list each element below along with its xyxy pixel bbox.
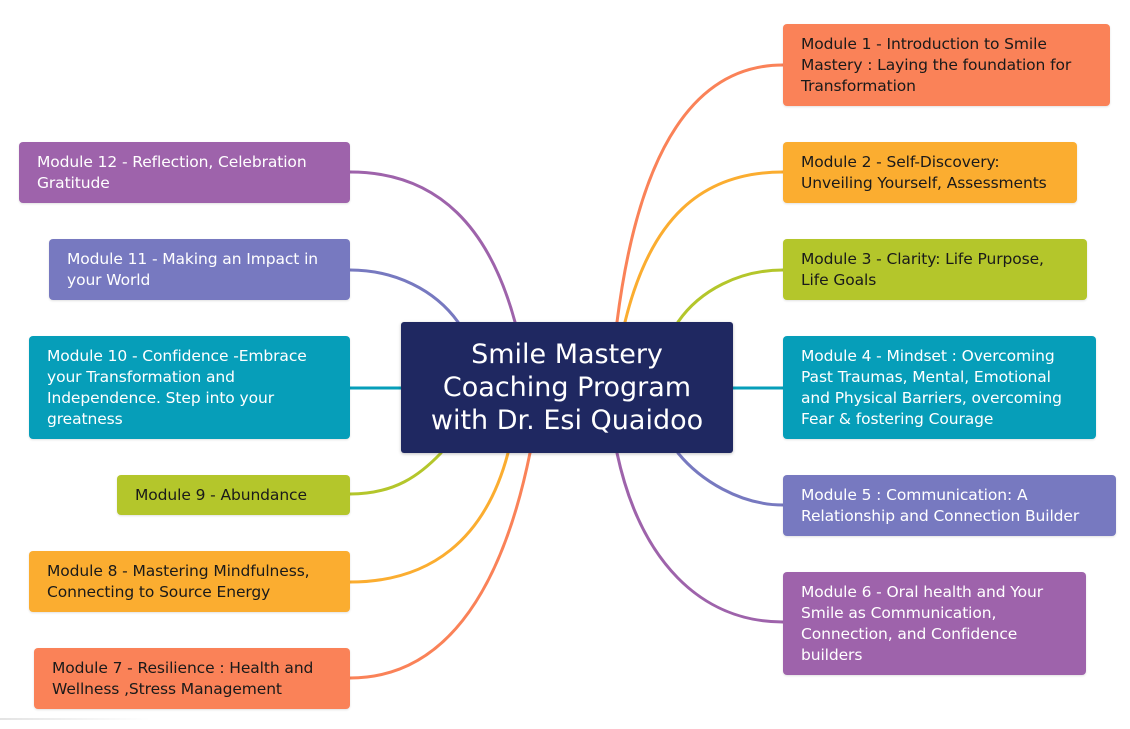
module-10-node: Module 10 - Confidence -Embrace your Tra… — [29, 336, 350, 439]
module-2-node: Module 2 - Self-Discovery: Unveiling You… — [783, 142, 1077, 203]
module-1-node: Module 1 - Introduction to Smile Mastery… — [783, 24, 1110, 106]
connector-module-11 — [348, 268, 460, 324]
connector-module-3 — [676, 268, 785, 324]
module-3-label: Module 3 - Clarity: Life Purpose, Life G… — [801, 249, 1044, 289]
connector-module-5 — [676, 451, 785, 507]
connector-module-1 — [615, 63, 785, 324]
module-7-node: Module 7 - Resilience : Health and Welln… — [34, 648, 350, 709]
connector-module-12 — [348, 170, 517, 324]
module-5-node: Module 5 : Communication: A Relationship… — [783, 475, 1116, 536]
connector-module-8 — [348, 451, 510, 584]
bottom-edge-shadow — [0, 718, 150, 720]
module-5-label: Module 5 : Communication: A Relationship… — [801, 485, 1080, 525]
module-6-node: Module 6 - Oral health and Your Smile as… — [783, 572, 1086, 675]
module-8-label: Module 8 - Mastering Mindfulness, Connec… — [47, 561, 310, 601]
connector-module-2 — [623, 170, 785, 324]
program-title: Smile Mastery Coaching Program with Dr. … — [430, 339, 704, 436]
module-3-node: Module 3 - Clarity: Life Purpose, Life G… — [783, 239, 1087, 300]
module-2-label: Module 2 - Self-Discovery: Unveiling You… — [801, 152, 1047, 192]
module-11-node: Module 11 - Making an Impact in your Wor… — [49, 239, 350, 300]
connector-module-9 — [348, 451, 443, 496]
connector-module-6 — [615, 451, 785, 624]
module-7-label: Module 7 - Resilience : Health and Welln… — [52, 658, 314, 698]
connector-module-7 — [348, 451, 532, 680]
central-node: Smile Mastery Coaching Program with Dr. … — [401, 322, 733, 453]
module-9-node: Module 9 - Abundance — [117, 475, 350, 515]
module-12-label: Module 12 - Reflection, Celebration Grat… — [37, 152, 307, 192]
module-1-label: Module 1 - Introduction to Smile Mastery… — [801, 34, 1072, 95]
module-11-label: Module 11 - Making an Impact in your Wor… — [67, 249, 319, 289]
module-4-node: Module 4 - Mindset : Overcoming Past Tra… — [783, 336, 1096, 439]
module-8-node: Module 8 - Mastering Mindfulness, Connec… — [29, 551, 350, 612]
module-9-label: Module 9 - Abundance — [135, 485, 307, 504]
module-4-label: Module 4 - Mindset : Overcoming Past Tra… — [801, 346, 1062, 428]
module-10-label: Module 10 - Confidence -Embrace your Tra… — [47, 346, 307, 428]
module-6-label: Module 6 - Oral health and Your Smile as… — [801, 582, 1043, 664]
module-12-node: Module 12 - Reflection, Celebration Grat… — [19, 142, 350, 203]
